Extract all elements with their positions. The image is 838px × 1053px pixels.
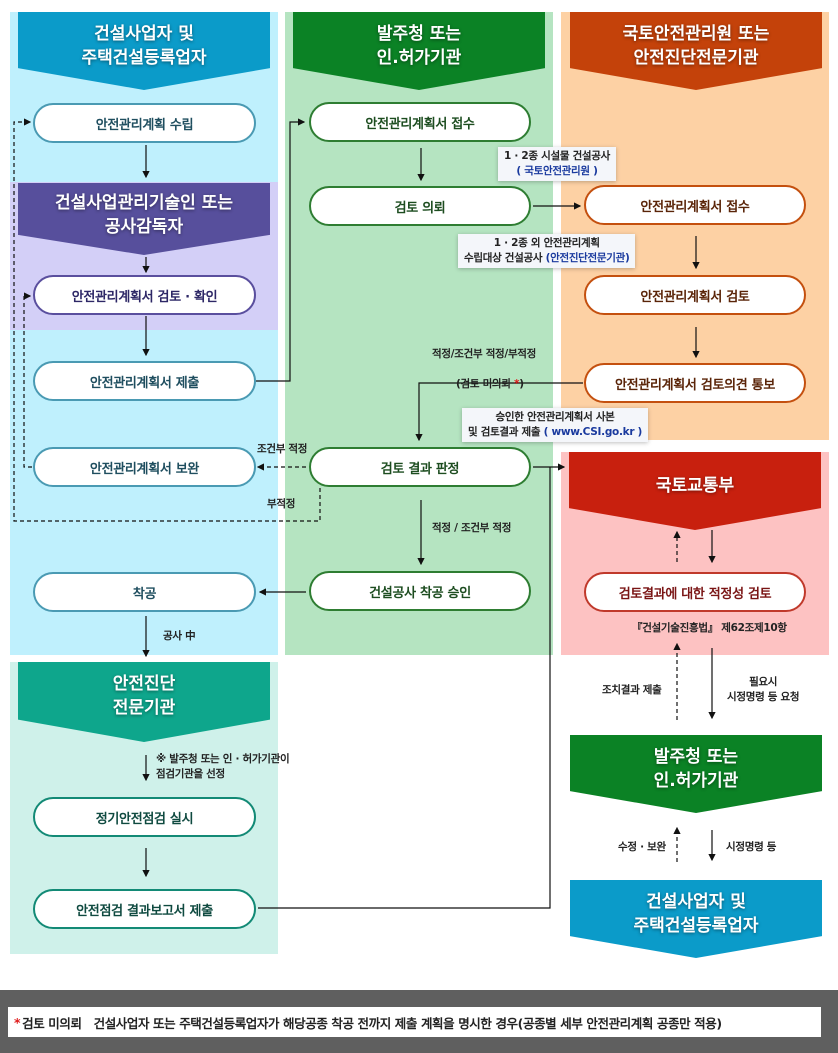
label-decision-types: 적정/조건부 적정/부적정: [432, 348, 537, 360]
node-construction-start[interactable]: 착공: [33, 572, 256, 612]
node-result-decision[interactable]: 검토 결과 판정: [309, 447, 531, 487]
node-review-request[interactable]: 검토 의뢰: [309, 186, 531, 226]
label-correction-order: 시정명령 등: [726, 841, 777, 853]
client-banner-bottom: 발주청 또는 인.허가기관: [570, 735, 822, 813]
label-selection-note: ※ 발주청 또는 인 · 허가기관이 점검기관을 선정: [156, 753, 290, 780]
contractor-banner-bottom: 건설사업자 및 주택건설등록업자: [570, 880, 822, 958]
node-start-approval[interactable]: 건설공사 착공 승인: [309, 571, 531, 611]
node-inspection-report[interactable]: 안전점검 결과보고서 제출: [33, 889, 256, 929]
node-plan-submit[interactable]: 안전관리계획서 제출: [33, 361, 256, 401]
star-icon: *: [514, 378, 520, 390]
label-under-construction: 공사 中: [163, 630, 196, 642]
star-icon: *: [14, 1014, 21, 1030]
label-action-submit: 조치결과 제출: [602, 684, 662, 696]
node-plan-review-confirm[interactable]: 안전관리계획서 검토 · 확인: [33, 275, 256, 315]
label-law-ref: 『건설기술진흥법』 제62조제10항: [632, 622, 787, 634]
footer-note: * 검토 미의뢰 건설사업자 또는 주택건설등록업자가 해당공종 착공 전까지 …: [8, 1007, 821, 1037]
node-plan-receive[interactable]: 안전관리계획서 접수: [309, 102, 531, 142]
node-periodic-inspection[interactable]: 정기안전점검 실시: [33, 797, 256, 837]
label-revise-supplement: 수정 · 보완: [618, 841, 666, 853]
node-ministry-review[interactable]: 검토결과에 대한 적정성 검토: [584, 572, 806, 612]
node-reviewer-notice[interactable]: 안전관리계획서 검토의견 통보: [584, 363, 806, 403]
note-type12: 1 · 2종 시설물 건설공사 ( 국토안전관리원 ): [498, 147, 617, 181]
label-conditional: 조건부 적정: [257, 443, 308, 455]
node-reviewer-review[interactable]: 안전관리계획서 검토: [584, 275, 806, 315]
label-not-requested: (검토 미의뢰 *): [456, 378, 524, 390]
node-plan-supplement[interactable]: 안전관리계획서 보완: [33, 447, 256, 487]
note-other-types: 1 · 2종 외 안전관리계획 수립대상 건설공사 (안전진단전문기관): [458, 234, 636, 268]
footer-term: 검토 미의뢰: [22, 1015, 82, 1031]
label-suitable-conditional: 적정 / 조건부 적정: [432, 522, 512, 534]
node-plan-establish[interactable]: 안전관리계획 수립: [33, 103, 256, 143]
label-unsuitable: 부적정: [267, 498, 296, 510]
node-reviewer-receive[interactable]: 안전관리계획서 접수: [584, 185, 806, 225]
label-correction-request: 필요시 시정명령 등 요청: [727, 676, 800, 703]
note-submit-result: 승인한 안전관리계획서 사본 및 검토결과 제출 ( www.CSI.go.kr…: [462, 408, 649, 442]
footer-description: 건설사업자 또는 주택건설등록업자가 해당공종 착공 전까지 제출 계획을 명시…: [93, 1015, 723, 1031]
footer: * 검토 미의뢰 건설사업자 또는 주택건설등록업자가 해당공종 착공 전까지 …: [0, 990, 838, 1053]
